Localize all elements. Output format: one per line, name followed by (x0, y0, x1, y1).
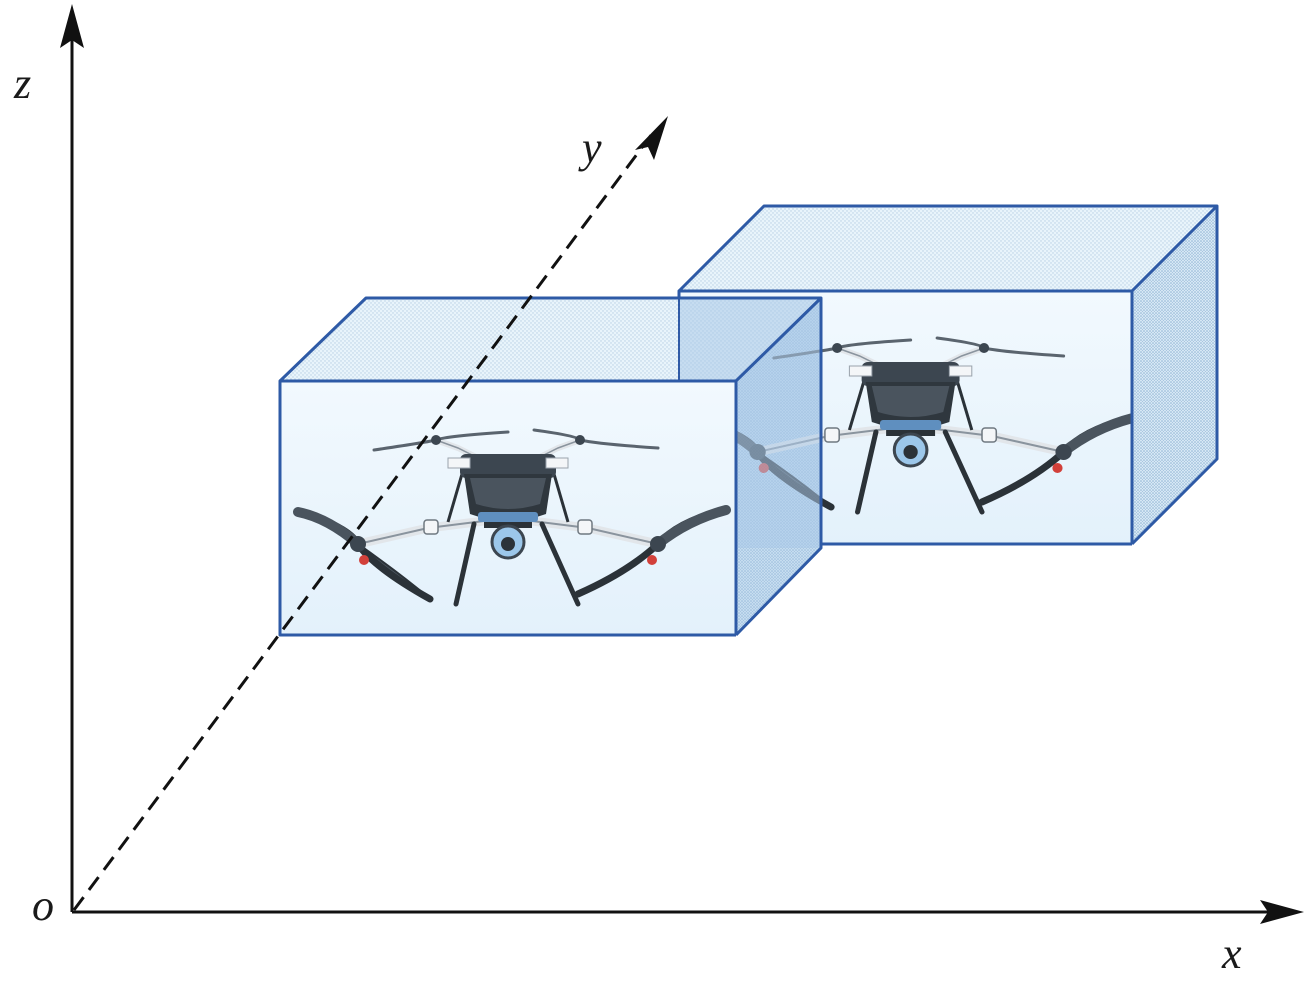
origin-label: o (32, 881, 54, 930)
x-axis-arrow (1260, 900, 1304, 924)
box-overlap-region (679, 298, 821, 548)
rear-box-side (1132, 206, 1217, 544)
rear-box-top (679, 206, 1217, 291)
x-axis-label: x (1221, 929, 1242, 978)
z-axis-arrow (60, 4, 84, 48)
z-axis-label: z (13, 59, 31, 108)
y-axis-label: y (578, 123, 602, 172)
axes (60, 4, 1304, 924)
y-axis (72, 133, 654, 911)
front-box (278, 291, 823, 637)
y-axis-arrow (635, 116, 668, 160)
